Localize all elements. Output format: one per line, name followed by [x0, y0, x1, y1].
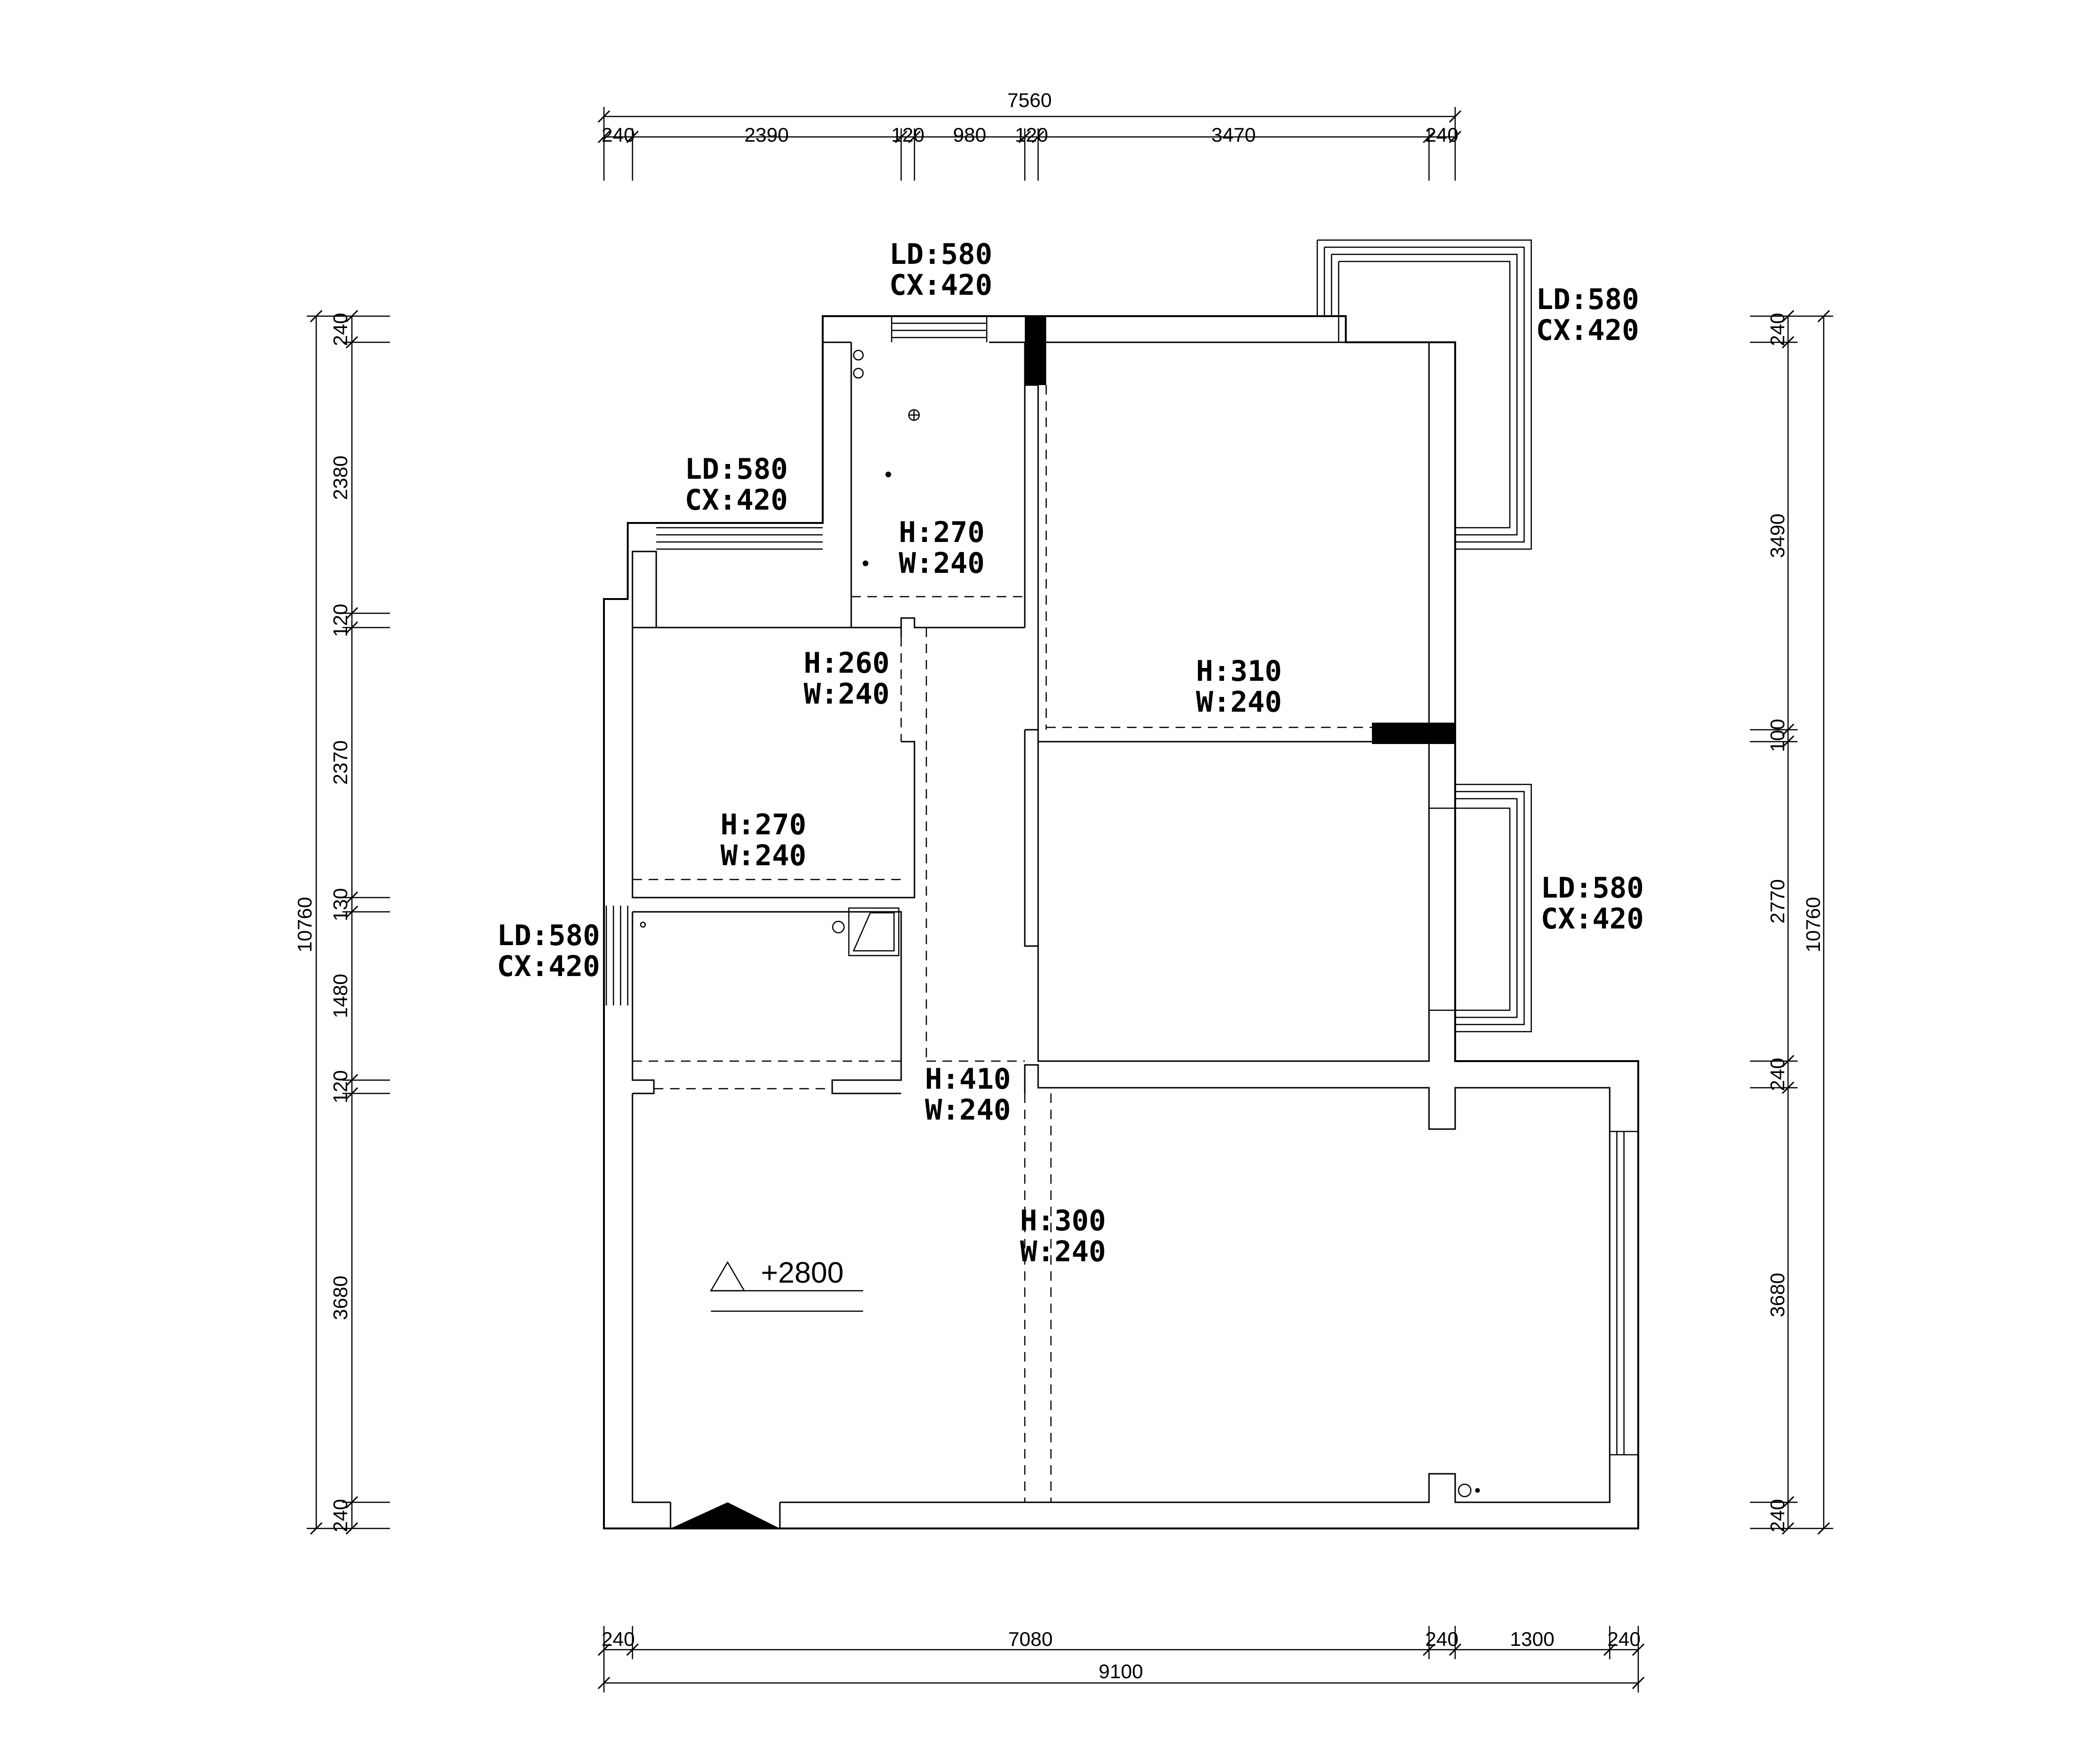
opening-lines [632, 385, 1372, 1502]
opening-width-label: W:240 [925, 1093, 1011, 1127]
opening-width-label: W:240 [804, 677, 890, 711]
drain-icon [853, 349, 864, 361]
opening-width-label: W:240 [899, 547, 985, 580]
window-cx-label: CX:420 [497, 950, 600, 983]
window-ld-label: LD:580 [889, 238, 992, 271]
bathroom-wall [823, 341, 1026, 628]
dim-left-seg: 120 [329, 1070, 351, 1103]
opening-width-label: W:240 [1196, 686, 1282, 719]
opening-height-label: H:270 [899, 516, 985, 549]
top-dimension-chain: 7560 240 2390 120 980 120 3470 240 [597, 89, 1462, 181]
window-bathroom [891, 315, 988, 342]
dim-left-seg: 1480 [329, 974, 351, 1018]
pipe-point-icon [863, 561, 868, 566]
drain-icon [853, 367, 864, 379]
opening-width-label: W:240 [720, 839, 807, 872]
window-ld-label: LD:580 [1541, 871, 1644, 905]
bay-window-top-right [1316, 239, 1532, 550]
window-cx-label: CX:420 [889, 269, 992, 302]
dim-right-seg: 240 [1766, 313, 1789, 346]
opening-height-label: H:270 [720, 808, 807, 841]
structural-column [1025, 316, 1046, 385]
opening-height-label: H:310 [1196, 655, 1282, 688]
dim-right-seg: 100 [1766, 719, 1789, 752]
dim-right-seg: 3490 [1766, 513, 1789, 558]
level-marker: +2800 [710, 1257, 863, 1312]
dim-bottom-total: 9100 [1099, 1660, 1143, 1682]
dim-top-seg: 2390 [744, 124, 788, 146]
level-value: +2800 [761, 1257, 844, 1289]
walls [603, 315, 1639, 1529]
dim-right-seg: 240 [1766, 1499, 1789, 1532]
living-room-inner-wall [632, 1064, 1611, 1503]
opening-height-label: H:300 [1020, 1204, 1106, 1237]
window-left-upper [656, 527, 823, 550]
entrance-marker [671, 1502, 780, 1528]
bay-window-right-middle [1429, 783, 1532, 1033]
pipe-point-icon [885, 472, 891, 477]
opening-height-label: H:410 [925, 1063, 1011, 1096]
dim-left-seg: 130 [329, 888, 351, 921]
dim-top-seg: 240 [602, 124, 635, 146]
water-heater-icon [848, 907, 900, 957]
window-cx-label: CX:420 [1541, 902, 1644, 936]
dim-top-seg: 980 [953, 124, 986, 146]
dim-bottom-seg: 1300 [1510, 1628, 1554, 1650]
windows [605, 239, 1638, 1456]
corridor-wall [1024, 384, 1430, 1062]
dim-right-seg: 3680 [1766, 1273, 1789, 1317]
window-ld-label: LD:580 [1536, 283, 1639, 316]
dim-bottom-seg: 240 [602, 1628, 635, 1650]
dim-left-seg: 240 [329, 313, 351, 346]
dim-top-seg: 120 [891, 124, 924, 146]
dim-top-total: 7560 [1007, 89, 1051, 111]
bedroom-left-wall [632, 551, 915, 899]
dim-top-seg: 3470 [1211, 124, 1255, 146]
right-dimension-chain: 240 3490 100 2770 240 3680 240 10760 [1750, 309, 1833, 1535]
window-ld-label: LD:580 [685, 453, 788, 486]
dim-left-seg: 240 [329, 1499, 351, 1532]
bottom-dimension-chain: 240 7080 240 1300 240 9100 [597, 1626, 1645, 1692]
dim-left-seg: 120 [329, 604, 351, 637]
dim-left-seg: 3680 [329, 1276, 351, 1320]
dim-left-total: 10760 [293, 897, 316, 953]
dim-top-seg: 120 [1015, 124, 1048, 146]
pipe-point-icon [1475, 1488, 1480, 1493]
window-labels: LD:580 CX:420 LD:580 CX:420 LD:580 CX:42… [497, 238, 1644, 983]
structural-beam [1372, 723, 1455, 744]
pipe-point-icon [640, 921, 646, 928]
pipe-point-icon [832, 920, 845, 934]
dim-bottom-seg: 240 [1607, 1628, 1641, 1650]
pipe-point-icon [1458, 1483, 1472, 1498]
window-cx-label: CX:420 [685, 483, 788, 517]
fixtures [640, 349, 1480, 1498]
kitchen-wall [632, 911, 902, 1094]
level-triangle-icon [710, 1261, 746, 1292]
window-living-right [1610, 1131, 1638, 1456]
window-cx-label: CX:420 [1536, 314, 1639, 347]
dim-right-seg: 240 [1766, 1058, 1789, 1091]
opening-labels: H:270 W:240 H:260 W:240 H:310 W:240 H:27… [720, 516, 1282, 1268]
dim-left-seg: 2380 [329, 455, 351, 500]
window-left-kitchen [605, 906, 629, 1005]
opening-height-label: H:260 [804, 647, 890, 680]
dim-left-seg: 2370 [329, 740, 351, 784]
left-dimension-chain: 10760 240 2380 120 2370 130 1480 120 368… [293, 309, 390, 1535]
dim-top-seg: 240 [1425, 124, 1458, 146]
dim-bottom-seg: 7080 [1008, 1628, 1052, 1650]
window-ld-label: LD:580 [497, 919, 600, 952]
opening-width-label: W:240 [1020, 1235, 1106, 1268]
dim-right-seg: 2770 [1766, 879, 1789, 923]
dim-bottom-seg: 240 [1425, 1628, 1458, 1650]
dim-right-total: 10760 [1802, 897, 1824, 953]
